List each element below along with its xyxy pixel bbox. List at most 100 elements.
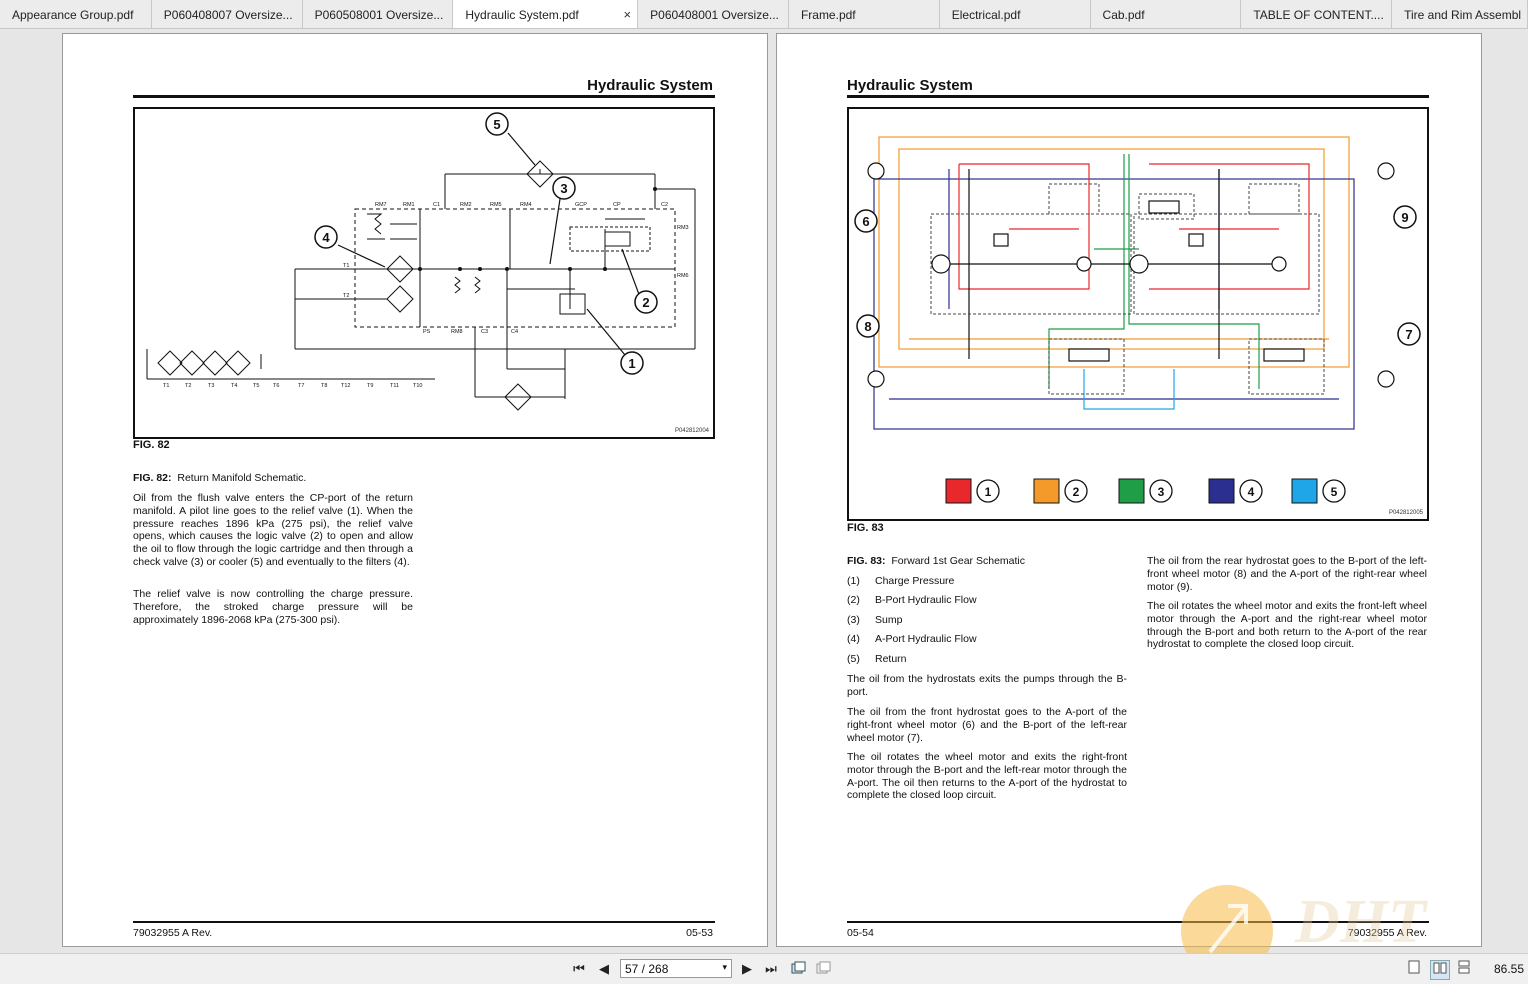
svg-text:RM8: RM8 (451, 329, 463, 335)
tab[interactable]: P060408001 Oversize... (638, 0, 789, 28)
close-icon[interactable]: × (623, 7, 632, 22)
pdf-page-right: Hydraulic System (776, 33, 1482, 947)
legend-1: 1 (985, 485, 992, 499)
footer-doc-number: 79032955 A Rev. (1347, 927, 1427, 939)
tab[interactable]: P060408007 Oversize... (151, 0, 303, 28)
svg-text:T4: T4 (231, 383, 237, 389)
svg-text:T5: T5 (253, 383, 259, 389)
svg-text:RM6: RM6 (677, 273, 689, 279)
legend-2: 2 (1073, 485, 1080, 499)
svg-text:T10: T10 (413, 383, 422, 389)
list-item: (5)Return (847, 653, 907, 665)
fig-label: FIG. 83 (847, 522, 884, 534)
next-page-icon[interactable]: ▶ (742, 961, 752, 976)
paragraph: The oil rotates the wheel motor and exit… (847, 751, 1127, 802)
callout-6: 6 (862, 214, 869, 229)
svg-text:RM3: RM3 (677, 225, 689, 231)
tab[interactable]: Electrical.pdf (939, 0, 1091, 28)
figure-caption: FIG. 82: Return Manifold Schematic. (133, 472, 307, 484)
color-legend: 1 2 3 4 5 (945, 478, 1346, 504)
svg-text:RM1: RM1 (403, 202, 415, 208)
callout-5: 5 (493, 117, 500, 132)
legend-4: 4 (1248, 485, 1255, 499)
legend-5: 5 (1331, 485, 1338, 499)
paragraph: Oil from the flush valve enters the CP-p… (133, 492, 413, 568)
footer-rule (847, 921, 1429, 923)
single-page-icon[interactable] (1405, 960, 1423, 978)
callout-7: 7 (1405, 327, 1412, 342)
tab-label: P060408001 Oversize... (650, 8, 779, 22)
back-view-icon[interactable] (789, 960, 807, 978)
svg-text:C3: C3 (481, 329, 488, 335)
tab[interactable]: Hydraulic System.pdf × (453, 0, 639, 28)
callout-9: 9 (1401, 210, 1408, 225)
list-item: (3)Sump (847, 614, 903, 626)
header-rule (847, 95, 1429, 98)
prev-page-icon[interactable]: ◀ (599, 961, 609, 976)
header-rule (133, 95, 715, 98)
tab[interactable]: Tire and Rim Assembl (1392, 0, 1528, 28)
callout-8: 8 (864, 319, 871, 334)
continuous-view-icon[interactable] (1455, 960, 1473, 978)
tab-label: P060408007 Oversize... (163, 8, 293, 22)
list-item: (1)Charge Pressure (847, 575, 955, 587)
svg-text:T3: T3 (208, 383, 214, 389)
paragraph: The relief valve is now controlling the … (133, 588, 413, 626)
svg-text:C1: C1 (433, 202, 440, 208)
tab-label: Cab.pdf (1102, 8, 1145, 22)
svg-text:T7: T7 (298, 383, 304, 389)
tab-label: Electrical.pdf (951, 8, 1021, 22)
svg-text:C4: C4 (511, 329, 518, 335)
svg-text:T11: T11 (390, 383, 399, 389)
svg-text:C2: C2 (661, 202, 668, 208)
tab[interactable]: Cab.pdf (1090, 0, 1242, 28)
footer-rule (133, 921, 715, 923)
page-header: Hydraulic System (587, 77, 713, 94)
figure-83-schematic: 6 9 8 7 1 2 3 4 (847, 107, 1429, 521)
legend-3: 3 (1158, 485, 1165, 499)
svg-text:CP: CP (613, 202, 621, 208)
svg-text:RM7: RM7 (375, 202, 387, 208)
paragraph: The oil from the hydrostats exits the pu… (847, 673, 1127, 698)
footer-page-number: 05-53 (686, 927, 713, 939)
last-page-icon[interactable]: ⏭ (765, 961, 777, 976)
forward-view-icon[interactable] (814, 960, 832, 978)
chevron-down-icon[interactable]: ▾ (722, 962, 727, 972)
tab-label: Appearance Group.pdf (12, 8, 134, 22)
tab-label: Frame.pdf (800, 8, 856, 22)
two-page-view-icon[interactable] (1430, 960, 1450, 980)
tab-label: P060508001 Oversize... (314, 8, 444, 22)
fig-label: FIG. 82 (133, 439, 170, 451)
page-header: Hydraulic System (847, 77, 973, 94)
figure-caption: FIG. 83: Forward 1st Gear Schematic (847, 555, 1025, 567)
pdf-page-left: Hydraulic System (62, 33, 768, 947)
paragraph: The oil from the front hydrostat goes to… (847, 706, 1127, 744)
figure-id: P042812005 (1388, 510, 1423, 516)
svg-text:T12: T12 (341, 383, 350, 389)
return-manifold-schematic: 5 3 4 2 1 RM7 RM1 C1 RM2 RM5 RM4 GCP CP (146, 112, 696, 411)
zoom-level[interactable]: 86.55 (1494, 962, 1525, 976)
tab[interactable]: Frame.pdf (788, 0, 940, 28)
tab-label: TABLE OF CONTENT.... (1253, 8, 1384, 22)
footer-page-number: 05-54 (847, 927, 874, 939)
svg-text:T2: T2 (343, 293, 349, 299)
svg-text:GCP: GCP (575, 202, 587, 208)
tab[interactable]: Appearance Group.pdf (0, 0, 152, 28)
list-item: (4)A-Port Hydraulic Flow (847, 633, 977, 645)
tab[interactable]: P060508001 Oversize... (302, 0, 454, 28)
tab-bar: Appearance Group.pdf P060408007 Oversize.… (0, 0, 1528, 29)
figure-id: P042812004 (674, 428, 709, 434)
callout-1: 1 (628, 356, 635, 371)
tab-label: Tire and Rim Assembl (1404, 8, 1522, 22)
figure-82-schematic: 5 3 4 2 1 RM7 RM1 C1 RM2 RM5 RM4 GCP CP (133, 107, 715, 439)
tab-label: Hydraulic System.pdf (465, 8, 579, 22)
svg-text:RM5: RM5 (490, 202, 502, 208)
paragraph: The oil from the rear hydrostat goes to … (1147, 555, 1427, 593)
callout-4: 4 (322, 230, 330, 245)
tab[interactable]: TABLE OF CONTENT.... (1241, 0, 1393, 28)
page-number-input[interactable]: 57 / 268 ▾ (620, 959, 732, 978)
svg-text:T2: T2 (185, 383, 191, 389)
svg-text:T6: T6 (273, 383, 279, 389)
first-page-icon[interactable]: ⏮ (573, 961, 585, 976)
callout-3: 3 (560, 181, 567, 196)
